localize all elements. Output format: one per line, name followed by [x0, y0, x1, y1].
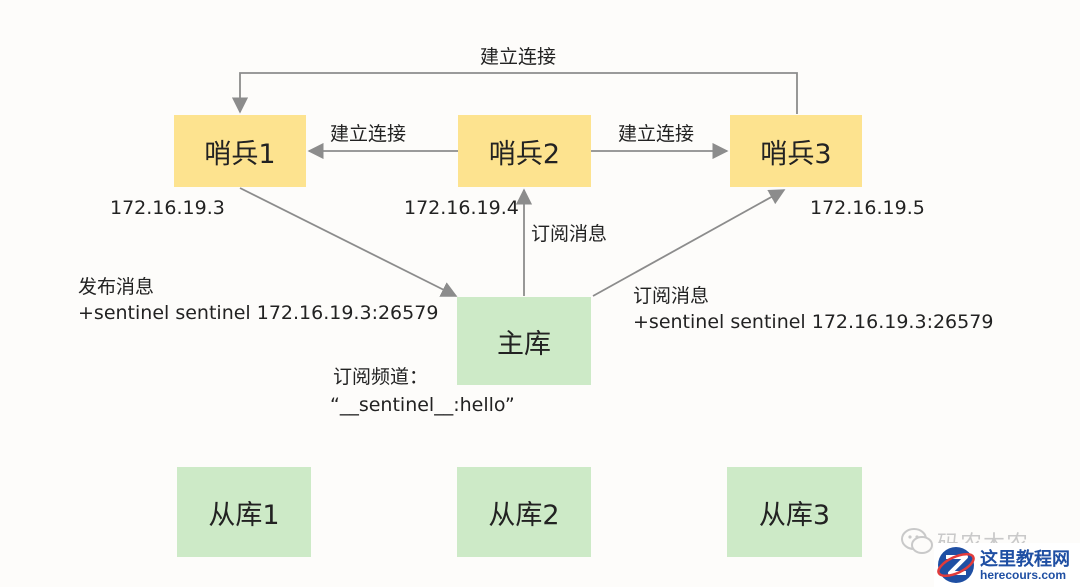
top-connect-label: 建立连接 — [480, 46, 557, 68]
wechat-icon — [901, 528, 933, 554]
channel-title: 订阅频道： — [333, 366, 429, 388]
site-badge-title: 这里教程网 — [980, 549, 1070, 570]
sentinel-2-node: 哨兵2 — [458, 115, 591, 187]
subscribe-right-title: 订阅消息 — [633, 285, 710, 307]
slave-3-node: 从库3 — [727, 467, 862, 557]
s2-to-s1-label: 建立连接 — [330, 123, 407, 145]
sentinel-1-node: 哨兵1 — [174, 115, 306, 187]
site-logo-icon — [937, 547, 975, 583]
sentinel-2-ip: 172.16.19.4 — [404, 197, 519, 219]
slave-1-node: 从库1 — [177, 467, 311, 557]
slave-2-node: 从库2 — [457, 467, 591, 557]
master-node: 主库 — [457, 297, 591, 385]
publish-title: 发布消息 — [78, 276, 155, 298]
sentinel-3-node: 哨兵3 — [730, 115, 862, 187]
sentinel-1-ip: 172.16.19.3 — [110, 197, 225, 219]
site-badge: 这里教程网 herecours.com — [934, 543, 1080, 587]
s2-to-s3-label: 建立连接 — [618, 123, 695, 145]
arrow-master-to-s3 — [592, 189, 786, 297]
subscribe-right-detail: +sentinel sentinel 172.16.19.3:26579 — [633, 311, 994, 333]
channel-name: “__sentinel__:hello” — [330, 394, 515, 416]
arrow-s1-publish — [239, 187, 458, 297]
publish-detail: +sentinel sentinel 172.16.19.3:26579 — [78, 302, 439, 324]
subscribe-s2-label: 订阅消息 — [531, 223, 608, 245]
site-badge-url: herecours.com — [980, 568, 1067, 582]
arrow-top-connect — [231, 72, 798, 114]
sentinel-3-ip: 172.16.19.5 — [810, 197, 925, 219]
